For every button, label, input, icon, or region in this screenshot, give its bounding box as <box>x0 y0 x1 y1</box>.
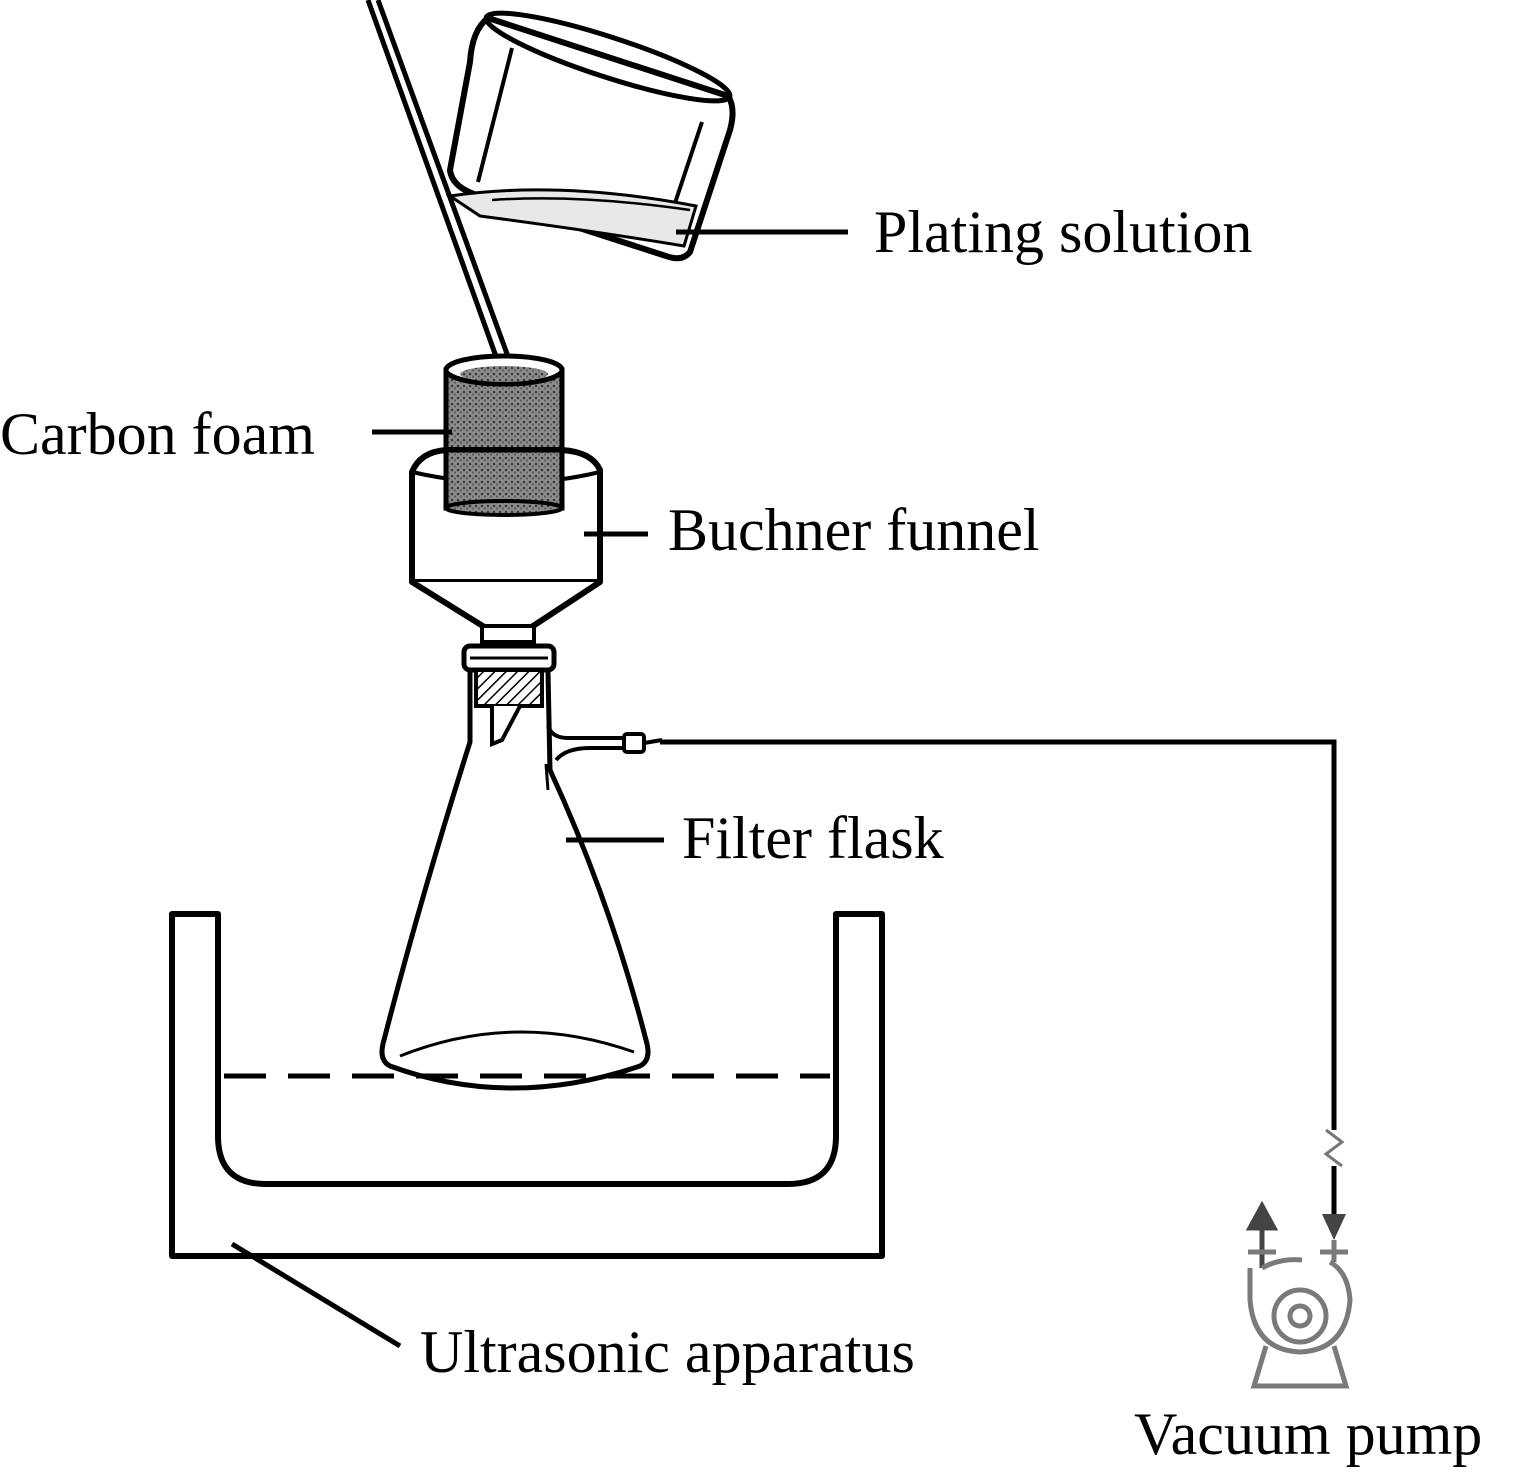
leader-ultrasonic-apparatus <box>230 1241 402 1349</box>
leader-lines <box>230 229 848 1349</box>
vacuum-pump-icon <box>1245 1200 1353 1389</box>
label-vacuum-pump: Vacuum pump <box>1134 1401 1482 1467</box>
vacuum-tube <box>660 739 1346 1240</box>
beaker-icon <box>445 10 736 262</box>
label-filter-flask: Filter flask <box>682 805 944 871</box>
label-ultrasonic-apparatus: Ultrasonic apparatus <box>420 1319 915 1385</box>
glass-rod <box>365 0 513 363</box>
rubber-stopper-icon <box>461 643 557 747</box>
buchner-funnel-icon <box>409 447 603 644</box>
label-plating-solution: Plating solution <box>874 199 1252 265</box>
label-buchner-funnel: Buchner funnel <box>668 497 1040 563</box>
ultrasonic-apparatus-icon <box>169 911 885 1259</box>
label-carbon-foam: Carbon foam <box>0 401 315 467</box>
filter-flask-icon <box>379 671 663 1091</box>
